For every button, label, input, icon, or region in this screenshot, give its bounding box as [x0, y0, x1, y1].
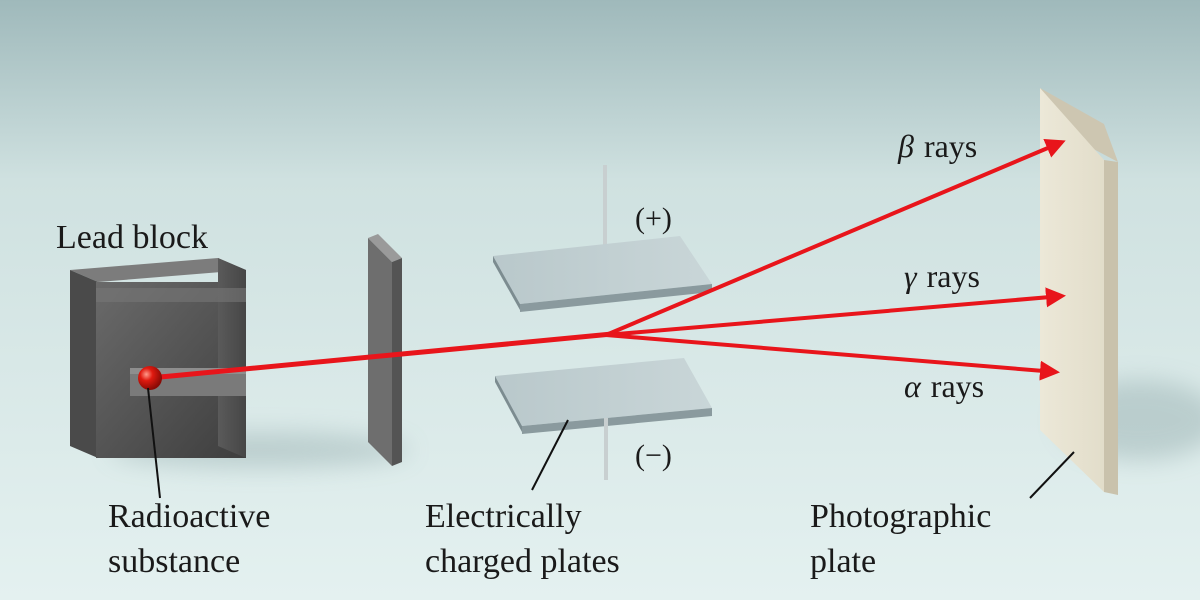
negative-plate: [495, 358, 712, 480]
radioactive-leader: [147, 387, 161, 499]
alpha-ray: [605, 333, 1060, 381]
positive-plate: [493, 165, 712, 312]
leader-lines: [147, 387, 1075, 499]
beta-ray: [605, 139, 1066, 337]
positive-sign: (+): [635, 202, 672, 235]
gamma-ray: [605, 287, 1066, 337]
plates-label-line1: Electrically: [425, 498, 582, 535]
alpha-rays-text: rays: [931, 368, 984, 404]
lead-block: [70, 258, 246, 458]
plates-label-line2: charged plates: [425, 543, 620, 580]
photographic-plate: [1040, 88, 1118, 495]
ray-paths: [147, 139, 1066, 381]
plates-leader: [531, 419, 569, 491]
gamma-symbol: γ: [904, 258, 918, 294]
photo-leader: [1029, 451, 1075, 499]
radioactive-source: [138, 366, 162, 390]
photo-label-line2: plate: [810, 543, 876, 580]
beta-symbol: β: [897, 128, 914, 164]
alpha-symbol: α: [904, 368, 922, 404]
lead-block-label: Lead block: [56, 219, 208, 256]
incident-ray: [147, 331, 615, 381]
radioactive-label-line1: Radioactive: [108, 498, 270, 535]
beta-rays-text: rays: [924, 128, 977, 164]
photo-label-line1: Photographic: [810, 498, 991, 535]
radioactive-label-line2: substance: [108, 543, 240, 580]
slit-plate: [368, 234, 402, 466]
negative-sign: (−): [635, 439, 672, 472]
gamma-rays-text: rays: [927, 258, 980, 294]
